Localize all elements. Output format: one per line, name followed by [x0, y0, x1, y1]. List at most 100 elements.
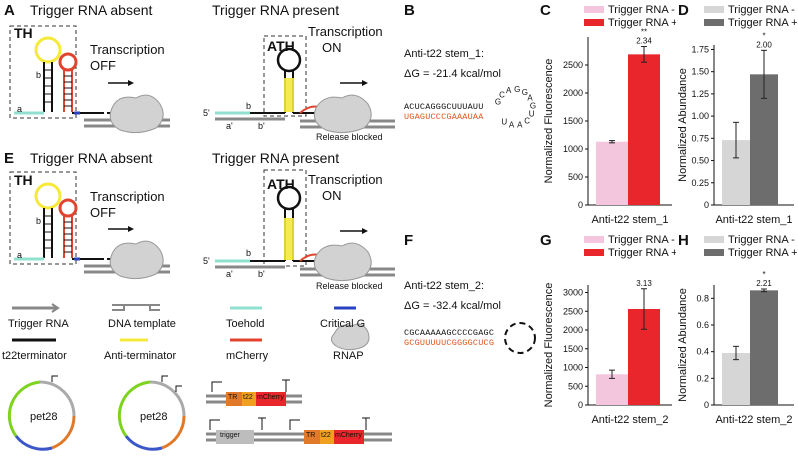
legend-swatch — [584, 19, 604, 26]
loop-letter: G — [514, 85, 520, 94]
label-b-present: b — [246, 101, 252, 111]
construct1-mcherry: mCherry — [257, 394, 284, 401]
ath-dashed-box — [263, 35, 307, 117]
panel-f-seq-bottom: GCGUUUUUCGGGGCUCG — [404, 338, 495, 348]
plasmid-right-name: pet28 — [140, 411, 168, 423]
panel-e-absent-title: Trigger RNA absent — [30, 150, 153, 166]
legend-label: Trigger RNA - — [608, 4, 675, 16]
transcription-off-line2-e: OFF — [90, 205, 116, 220]
y-tick-label: 2500 — [563, 60, 583, 70]
y-tick-label: 2000 — [563, 88, 583, 98]
y-tick-label: 0.2 — [696, 373, 709, 383]
legend-swatch — [704, 249, 724, 256]
loop-letter: G — [495, 97, 501, 106]
panel-f-dg: ΔG = -32.4 kcal/mol — [404, 300, 501, 312]
transcription-on-line2: ON — [322, 40, 342, 55]
loop-letter: A — [506, 86, 512, 95]
label-a-prime-e: a' — [226, 269, 233, 279]
y-tick-label: 500 — [568, 381, 583, 391]
legend-toehold: Toehold — [226, 318, 265, 330]
legend-rnap: RNAP — [333, 350, 364, 362]
loop-letter: A — [509, 121, 515, 130]
x-axis-label: Anti-t22 stem_2 — [591, 414, 668, 426]
panel-f-loop — [504, 322, 536, 354]
panel-f-name: Anti-t22 stem_2: — [404, 280, 485, 292]
construct2-trigger: trigger — [220, 432, 240, 439]
rnap-icon-e2 — [313, 242, 372, 282]
label-b-prime: b' — [258, 121, 265, 131]
th-label: TH — [14, 25, 33, 41]
legend-label: Trigger RNA - — [728, 234, 795, 246]
panel-a-absent-title: Trigger RNA absent — [30, 2, 153, 18]
chart-d: Trigger RNA -Trigger RNA +00.250.500.751… — [677, 4, 798, 226]
bar-annotation: 2.00 — [756, 40, 772, 49]
y-tick-label: 0.75 — [691, 133, 709, 143]
y-tick-label: 1000 — [563, 144, 583, 154]
construct2-mcherry: mCherry — [335, 432, 362, 439]
panel-b-seq-top: ACUCAGGGCUUUAUU — [404, 102, 484, 112]
transcription-off-line1-e: Transcription — [90, 189, 165, 204]
y-tick-label: 500 — [568, 172, 583, 182]
label-5p-e: 5' — [203, 256, 210, 266]
construct2-tr: TR — [306, 432, 316, 439]
x-axis-label: Anti-t22 stem_1 — [715, 214, 792, 226]
transcription-on-line1: Transcription — [308, 24, 383, 39]
bar — [596, 141, 628, 205]
legend-label: Trigger RNA - — [608, 234, 675, 246]
bar-annotation: 3.13 — [636, 279, 652, 288]
panel-b-seq-bottom: UGAGUCCCGAAAUAA — [404, 112, 484, 122]
y-tick-label: 0 — [704, 200, 709, 210]
panel-g-letter: G — [540, 232, 552, 249]
bar-annotation: 2.21 — [756, 279, 772, 288]
loop-letter: A — [527, 94, 533, 103]
legend-anti-terminator: Anti-terminator — [104, 350, 177, 362]
y-tick-label: 1500 — [563, 344, 583, 354]
th-label-e: TH — [14, 172, 33, 188]
construct1-tr: TR — [228, 394, 238, 401]
bar — [596, 374, 628, 405]
y-tick-label: 0.6 — [696, 320, 709, 330]
y-axis-label: Normalized Fluorescence — [543, 59, 555, 184]
transcription-on-line2-e: ON — [322, 188, 342, 203]
construct1-t22: t22 — [243, 394, 253, 401]
panel-b-name: Anti-t22 stem_1: — [404, 48, 485, 60]
release-blocked-e: Release blocked — [316, 281, 383, 291]
panel-a-present-title: Trigger RNA present — [212, 2, 340, 18]
y-axis-label: Normalized Abundance — [677, 288, 689, 402]
rnap-icon-a2 — [313, 94, 372, 134]
panel-e-diagram — [9, 169, 395, 282]
panel-e-present-title: Trigger RNA present — [212, 150, 340, 166]
th-dashed-box — [9, 25, 77, 119]
chart-c: Trigger RNA -Trigger RNA +05001000150020… — [543, 4, 676, 226]
loop-letter: U — [529, 110, 535, 119]
x-axis-label: Anti-t22 stem_1 — [591, 214, 668, 226]
legend-mcherry: mCherry — [226, 350, 269, 362]
plasmid-left-name: pet28 — [30, 411, 58, 423]
y-tick-label: 1500 — [563, 116, 583, 126]
panel-d-letter: D — [678, 2, 689, 19]
y-axis-label: Normalized Fluorescence — [543, 283, 555, 408]
legend-label: Trigger RNA + — [608, 17, 676, 29]
legend-label: Trigger RNA - — [728, 4, 795, 16]
construct2-t22: t22 — [321, 432, 331, 439]
panel-e-letter: E — [4, 150, 15, 167]
y-tick-label: 0.25 — [691, 178, 709, 188]
bar — [750, 290, 778, 405]
bar — [722, 353, 750, 405]
legend-symbols — [12, 303, 370, 351]
legend-swatch — [704, 6, 724, 13]
panel-c-letter: C — [540, 2, 551, 19]
chart-g: Trigger RNA -Trigger RNA +05001000150020… — [543, 234, 676, 426]
label-b: b — [36, 70, 42, 80]
loop-letter: G — [522, 88, 528, 97]
legend-trigger-rna: Trigger RNA — [8, 318, 69, 330]
bar — [628, 54, 660, 205]
y-tick-label: 0.4 — [696, 347, 709, 357]
panel-a-diagram — [9, 25, 395, 134]
panel-b-dg: ΔG = -21.4 kcal/mol — [404, 68, 501, 80]
y-tick-label: 0.8 — [696, 293, 709, 303]
rnap-legend-icon — [330, 323, 370, 351]
label-b-present-e: b — [246, 248, 252, 258]
legend-label: Trigger RNA + — [728, 17, 798, 29]
legend-swatch — [704, 236, 724, 243]
